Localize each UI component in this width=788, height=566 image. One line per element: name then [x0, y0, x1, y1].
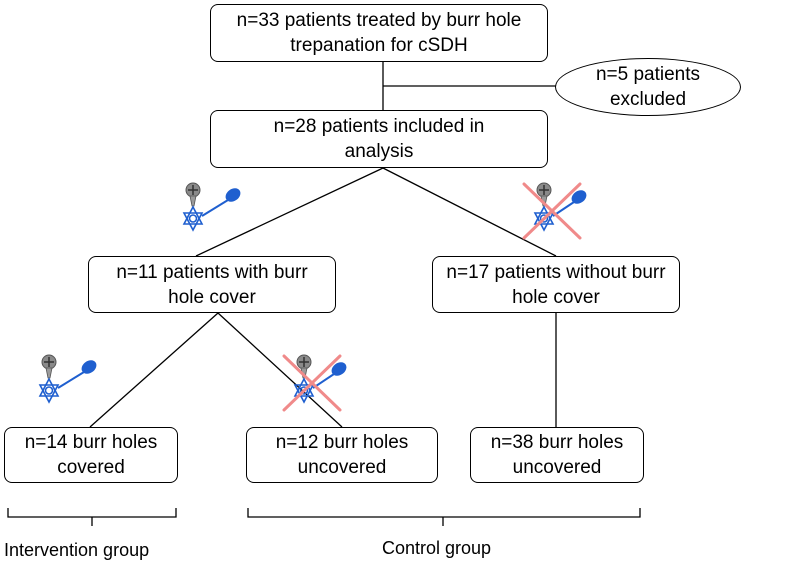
node-total-patients: n=33 patients treated by burr hole trepa…: [210, 4, 548, 62]
node-patients-without-cover-text: n=17 patients without burr hole cover: [446, 261, 666, 308]
node-holes-covered: n=14 burr holes covered: [4, 427, 178, 483]
probe-icon: [201, 188, 241, 217]
mesh-plate-icon: [182, 205, 204, 232]
burr-hole-cover-device-icon: [182, 182, 241, 232]
screw-icon: [185, 182, 201, 207]
node-holes-uncovered-12: n=12 burr holes uncovered: [246, 427, 438, 483]
node-holes-uncovered-38: n=38 burr holes uncovered: [470, 427, 644, 483]
node-excluded-patients: n=5 patients excluded: [555, 58, 741, 116]
crossed-out-burr-hole-cover-icon: [282, 354, 347, 412]
label-control-group: Control group: [382, 538, 492, 558]
bracket-control: [247, 508, 641, 526]
burr-hole-cover-device-icon: [38, 354, 97, 404]
node-patients-with-cover: n=11 patients with burr hole cover: [88, 256, 336, 313]
node-included-patients: n=28 patients included in analysis: [210, 110, 548, 168]
node-total-patients-text: n=33 patients treated by burr hole trepa…: [236, 10, 522, 56]
node-excluded-patients-text: n=5 patients excluded: [595, 64, 701, 110]
crossed-out-burr-hole-cover-icon: [522, 182, 587, 240]
node-included-patients-text: n=28 patients included in analysis: [273, 116, 485, 162]
node-patients-without-cover: n=17 patients without burr hole cover: [432, 256, 680, 313]
label-intervention-group: Intervention group: [4, 540, 150, 560]
bracket-intervention: [7, 508, 177, 526]
node-holes-covered-text: n=14 burr holes covered: [24, 432, 158, 478]
node-holes-uncovered-12-text: n=12 burr holes uncovered: [275, 432, 409, 478]
connector-included-to-with-cover: [195, 167, 384, 257]
node-patients-with-cover-text: n=11 patients with burr hole cover: [116, 261, 308, 308]
red-cross-icon: [522, 182, 582, 240]
connector-with-cover-to-covered: [89, 312, 219, 428]
connector-included-to-without-cover: [382, 167, 557, 257]
connector-with-cover-to-uncovered-12: [217, 312, 343, 428]
node-holes-uncovered-38-text: n=38 burr holes uncovered: [490, 432, 624, 478]
